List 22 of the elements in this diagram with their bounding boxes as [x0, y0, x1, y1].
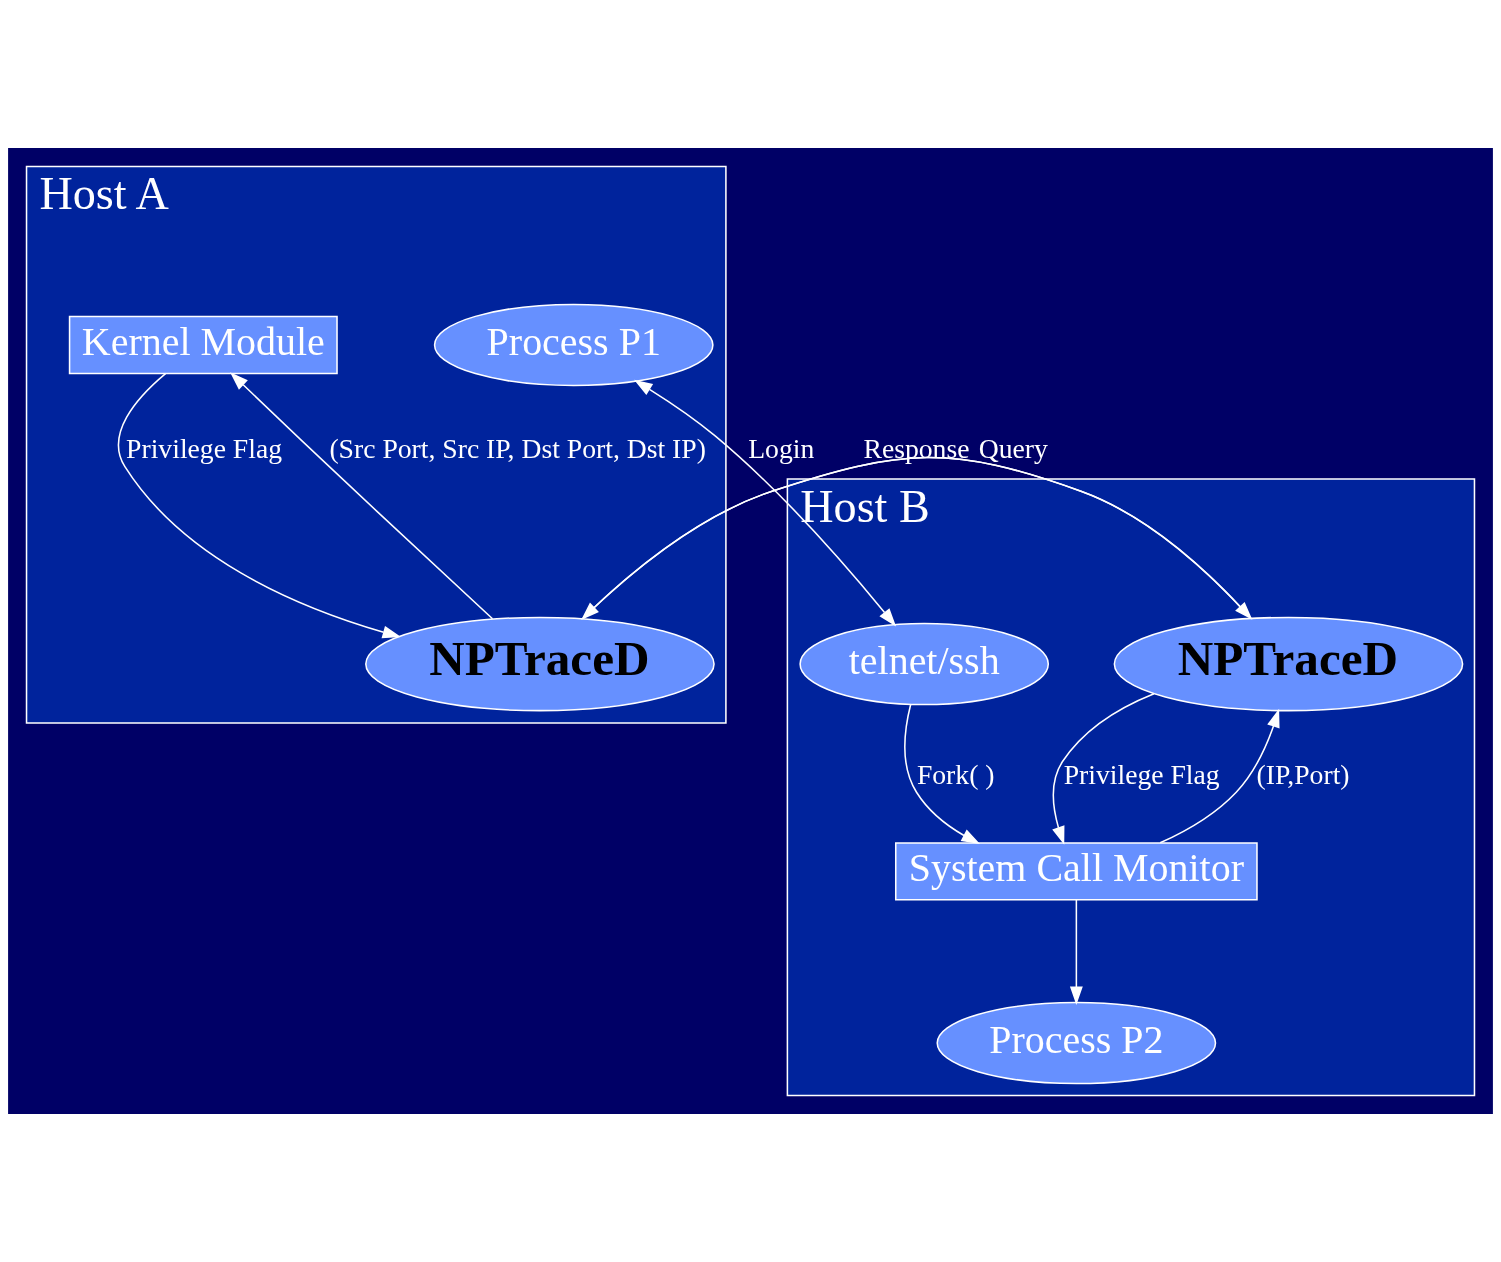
node-ellipse: Process P2: [936, 1001, 1217, 1085]
arrow: [117, 372, 402, 639]
arrow: [1159, 708, 1280, 844]
node-box: Kernel Module: [68, 315, 338, 375]
arrow: [634, 379, 897, 627]
node-box: System Call Monitor: [895, 842, 1258, 901]
edge-label: Response: [863, 433, 970, 465]
arrow: [904, 703, 981, 844]
edge-label: Login: [748, 433, 815, 465]
arrow: [1069, 899, 1083, 1005]
node-ellipse: telnet/ssh: [799, 622, 1050, 706]
edge-label: (Src Port, Src IP, Dst Port, Dst IP): [329, 433, 706, 465]
node-ellipse: NPTraceD: [365, 616, 715, 712]
arrow: [230, 372, 494, 620]
edge-label: Privilege Flag: [126, 433, 283, 465]
edge-label: (IP,Port): [1256, 758, 1350, 790]
node-ellipse: NPTraceD: [1113, 616, 1464, 712]
edge-label: Fork( ): [916, 758, 995, 790]
arrow: [1052, 692, 1155, 845]
node-ellipse: Process P1: [433, 303, 714, 387]
edge-label: Query: [978, 433, 1048, 465]
edge-label: Privilege Flag: [1063, 758, 1220, 790]
